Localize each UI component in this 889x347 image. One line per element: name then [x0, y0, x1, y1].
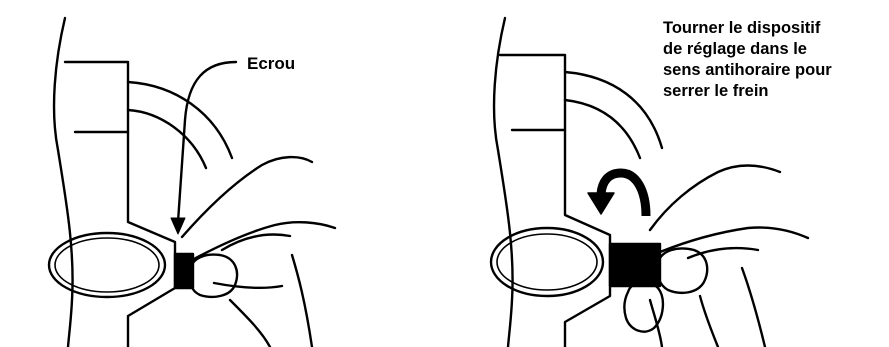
nut-left: [175, 254, 193, 288]
cable-arch-inner-right: [565, 100, 640, 158]
rim-left: [49, 233, 165, 297]
instruction-line: Tourner le dispositif: [663, 18, 887, 39]
upper-block-right: [500, 55, 565, 130]
thumb-left: [189, 255, 237, 297]
leader-arrowhead: [171, 218, 185, 234]
thumb-right: [657, 249, 707, 293]
arm-inner-left: [128, 132, 175, 347]
instruction-line: serrer le frein: [663, 81, 887, 102]
finger-right: [624, 282, 663, 332]
frame-tube-left: [54, 18, 73, 347]
instruction-line: de réglage dans le: [663, 39, 887, 60]
cable-arch-right: [565, 72, 662, 148]
instruction-line: sens antihoraire pour: [663, 60, 887, 81]
nut-label: Ecrou: [247, 54, 295, 74]
cable-arch-left: [128, 82, 232, 158]
counterclockwise-arrow-icon: [588, 173, 646, 216]
instruction-text: Tourner le dispositif de réglage dans le…: [663, 18, 887, 102]
hand-left: [182, 157, 335, 347]
upper-block-left: [65, 62, 128, 132]
nut-right: [610, 244, 660, 286]
frame-tube-right: [494, 18, 513, 347]
cable-arch-inner-left: [128, 110, 206, 168]
hand-right: [650, 166, 808, 347]
leader-line: [178, 62, 236, 222]
rim-right: [491, 228, 603, 296]
